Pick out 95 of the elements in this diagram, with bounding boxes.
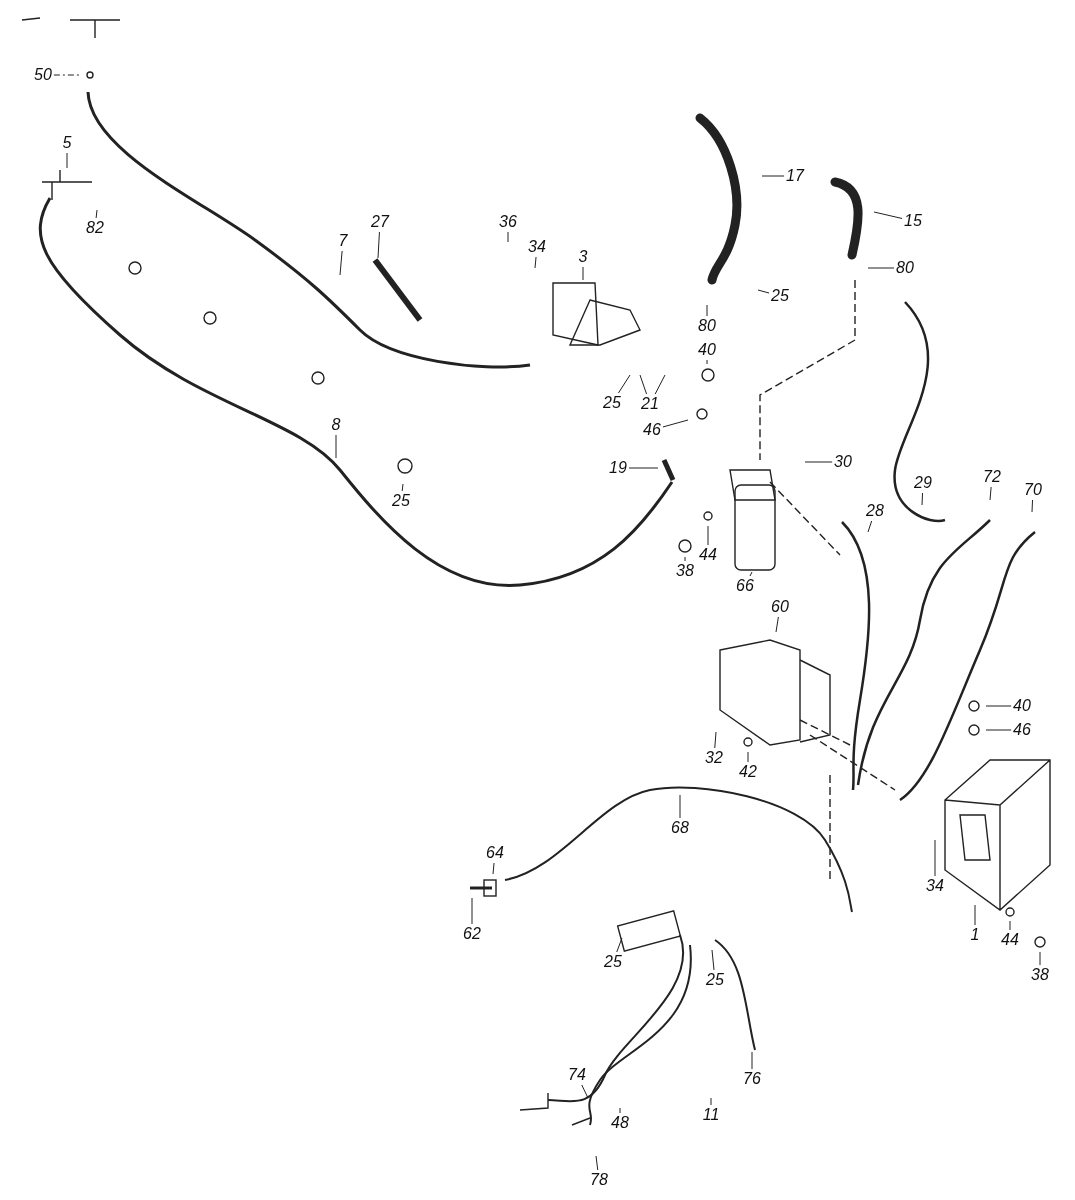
leader-line [95,209,98,219]
callout-number: 25 [706,972,724,988]
leader-line [507,231,509,243]
leader-line [66,152,68,169]
leader-line [639,374,648,395]
leader-line [401,483,404,492]
callout-number: 80 [896,260,914,276]
callout-number: 25 [392,493,410,509]
callout-number: 62 [463,926,481,942]
callout-number: 48 [611,1115,629,1131]
leader-line [921,492,924,506]
leader-line [747,751,749,763]
callout-number: 1 [970,927,980,943]
callout-number: 60 [771,599,789,615]
leader-line [706,304,708,317]
leader-line [534,256,537,269]
callout-number: 8 [331,417,341,433]
callout-number: 36 [499,214,517,230]
callout-number: 5 [62,135,72,151]
leader-line [1031,499,1034,513]
callout-number: 25 [604,954,622,970]
callout-number: 66 [736,578,754,594]
leader-line [339,250,343,276]
callout-number: 40 [1013,698,1031,714]
leader-line [619,1107,621,1114]
leader-line [711,949,715,971]
leader-line [867,267,895,269]
leader-line [581,1084,589,1099]
callout-number: 28 [866,503,884,519]
callout-number: 38 [676,563,694,579]
callout-number: 68 [671,820,689,836]
callout-number: 30 [834,454,852,470]
leader-line [471,897,473,925]
leader-line [1039,951,1041,966]
leader-line [989,486,992,501]
callout-number: 70 [1024,482,1042,498]
leader-line [679,794,681,819]
leader-line [775,616,779,633]
leader-line [684,556,686,562]
leader-line [749,571,753,577]
callout-number: 29 [914,475,932,491]
callout-number: 15 [904,213,922,229]
callout-number: 76 [743,1071,761,1087]
callout-number: 3 [578,249,588,265]
leader-line [985,729,1012,731]
callout-number: 25 [603,395,621,411]
callout-number: 40 [698,342,716,358]
callout-number: 46 [1013,722,1031,738]
callout-number: 34 [926,878,944,894]
leader-line [757,289,770,294]
callout-number: 34 [528,239,546,255]
leader-line [492,862,495,875]
leader-line [662,419,689,428]
callout-number: 42 [739,764,757,780]
callout-number: 64 [486,845,504,861]
leader-line [934,839,936,877]
leader-line [751,1051,753,1070]
leader-line [654,374,666,395]
callout-number: 25 [771,288,789,304]
callout-number: 44 [1001,932,1019,948]
leader-line [582,266,584,281]
callout-number: 27 [371,214,389,230]
leader-line [595,1155,599,1171]
leader-line [974,904,976,926]
callout-number: 80 [698,318,716,334]
leader-line [761,175,785,177]
callout-number: 19 [609,460,627,476]
leader-line [706,359,708,365]
callout-number: 38 [1031,967,1049,983]
leader-line [707,525,709,546]
leader-line [53,74,82,76]
callout-number: 78 [590,1172,608,1188]
callout-number: 82 [86,220,104,236]
leader-line [804,461,833,463]
callout-number: 21 [641,396,659,412]
callout-number: 46 [643,422,661,438]
leader-line [985,705,1012,707]
leader-line [335,434,337,459]
leader-line [873,211,903,219]
leader-line [1009,920,1011,931]
callout-number: 50 [34,67,52,83]
callout-number: 74 [568,1067,586,1083]
leader-line [867,520,873,533]
leader-line [377,231,380,259]
callout-number: 11 [702,1107,720,1123]
callout-number: 17 [786,168,804,184]
leader-line [617,374,631,394]
leader-line [710,1097,712,1106]
leader-line [714,731,717,749]
leader-line [616,937,623,953]
callout-number: 7 [338,233,348,249]
callout-number: 72 [983,469,1001,485]
leader-line [628,467,659,469]
callout-number: 32 [705,750,723,766]
callout-number: 44 [699,547,717,563]
